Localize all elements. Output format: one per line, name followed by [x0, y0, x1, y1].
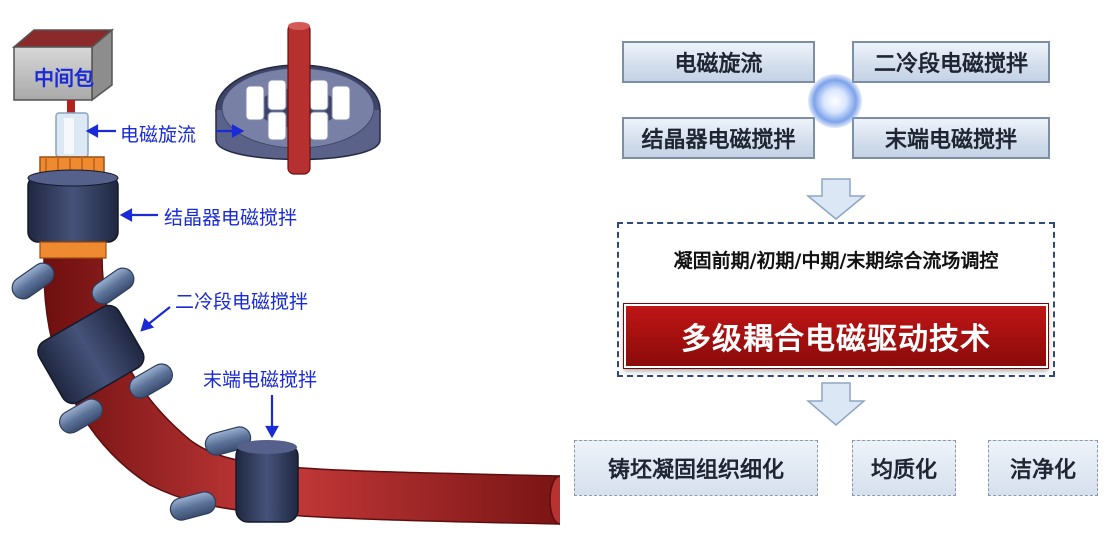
method-box-secondary: 二冷段电磁搅拌 [852, 41, 1050, 83]
center-glow [808, 74, 862, 128]
casting-machine-illustration [11, 22, 560, 525]
arrow-down-icon [806, 178, 866, 220]
callout-secondary: 二冷段电磁搅拌 [175, 291, 309, 313]
mold-stirrer [27, 169, 119, 243]
result-box-homogenization: 均质化 [852, 440, 956, 496]
rotating-em-device [215, 22, 381, 175]
tundish-label: 中间包 [34, 66, 94, 90]
final-stirrer [235, 440, 299, 523]
secondary-stirrer [37, 304, 145, 405]
core-technology-box: 多级耦合电磁驱动技术 [623, 303, 1049, 369]
stage-control-frame [617, 222, 1055, 377]
callout-rotating: 电磁旋流 [120, 124, 197, 146]
result-box-refinement: 铸坯凝固组织细化 [574, 440, 818, 496]
method-box-rotating: 电磁旋流 [622, 41, 815, 83]
arrow-down-icon [806, 382, 866, 426]
guide-rolls [11, 262, 252, 521]
result-box-purification: 洁净化 [988, 440, 1098, 496]
tundish [11, 28, 115, 102]
method-box-mold: 结晶器电磁搅拌 [622, 117, 815, 159]
method-box-final: 末端电磁搅拌 [852, 117, 1050, 159]
callout-final: 末端电磁搅拌 [203, 369, 318, 391]
callout-mold: 结晶器电磁搅拌 [164, 207, 298, 229]
stage-control-text: 凝固前期/初期/中期/末期综合流场调控 [673, 250, 999, 272]
